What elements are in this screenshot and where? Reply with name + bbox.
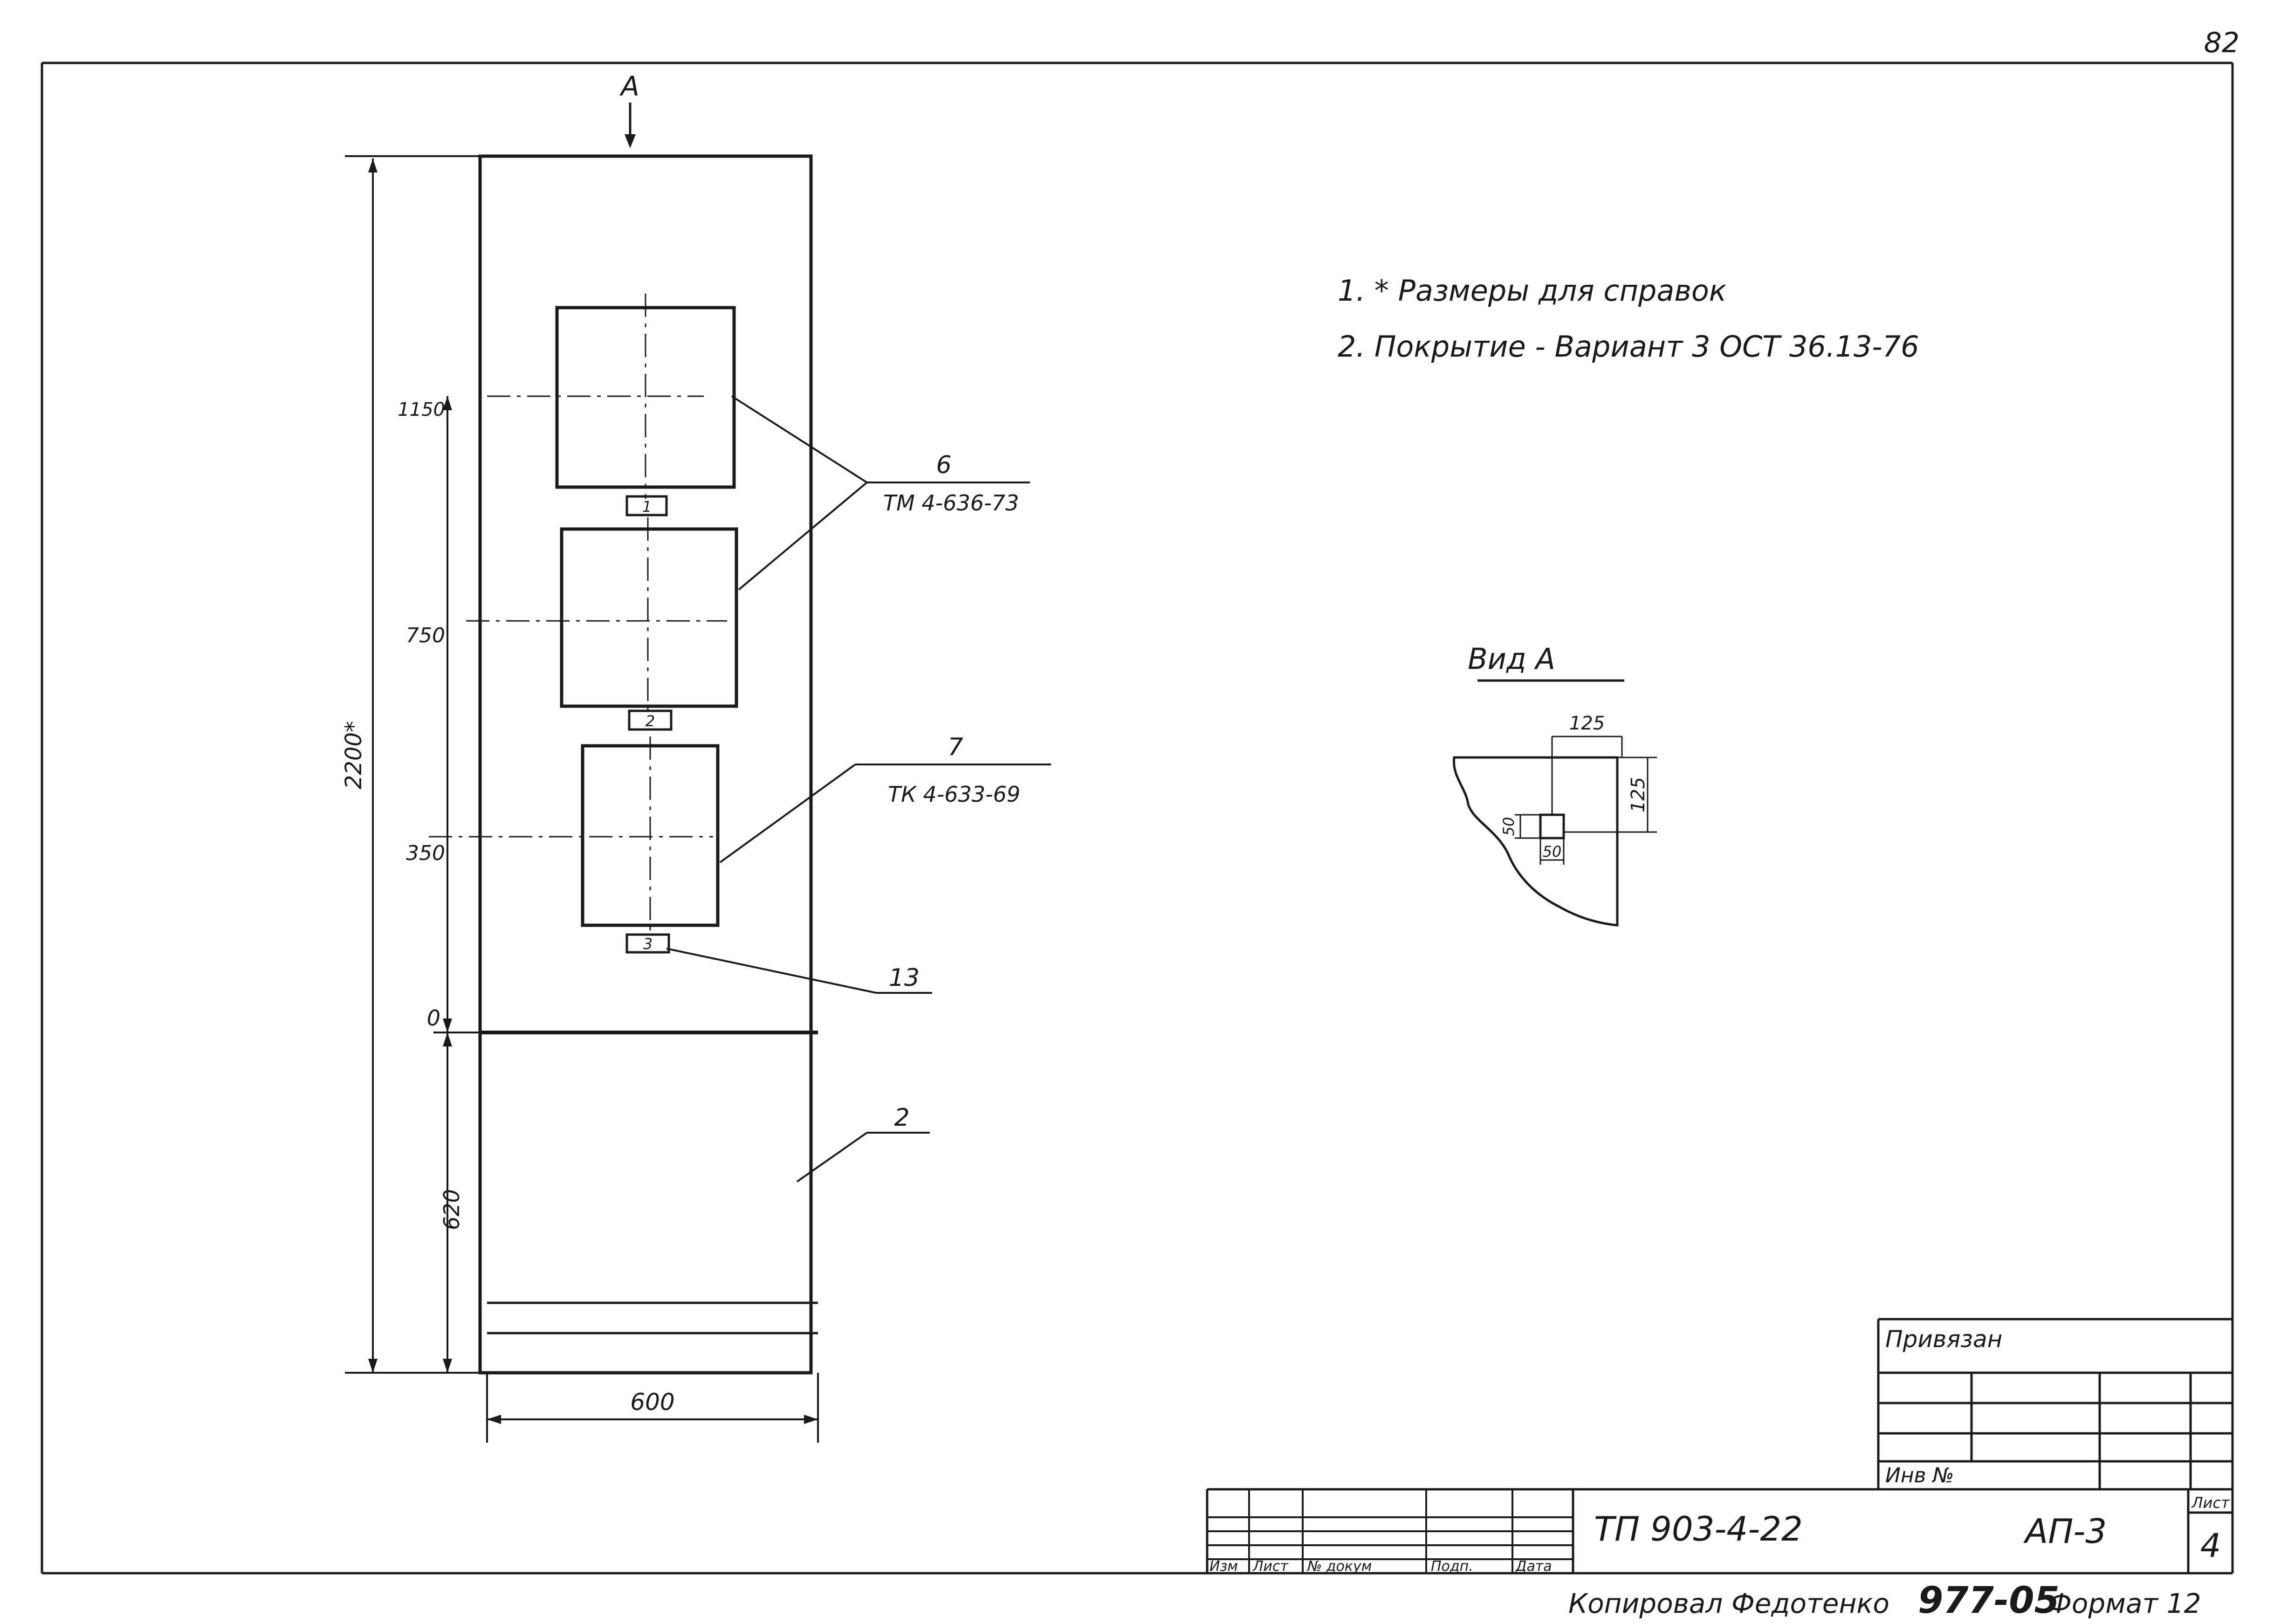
inventory-number-label: Инв № (1885, 1464, 1954, 1487)
item-6-designation: ТМ 4-636-73 (883, 490, 1019, 516)
cabinet-outline (478, 154, 813, 1375)
leader-item-13 (666, 948, 932, 994)
instrument-box-2 (560, 527, 738, 708)
height-2200-total: 2200* (341, 721, 367, 789)
nameplate-2-label: 2 (646, 712, 655, 730)
leader-item-7 (719, 764, 1051, 863)
copied-by: Копировал Федотенко (1568, 1588, 1889, 1619)
document-code: ТП 903-4-22 (1594, 1509, 1803, 1548)
cabinet-front-view: А 1 2 3 6 ТМ 4 (341, 70, 1051, 1443)
order-number: 977-05 (1918, 1580, 2060, 1622)
height-1150: 1150 (398, 399, 445, 420)
sheet-code: АП-3 (2023, 1512, 2107, 1551)
item-13-position: 13 (889, 964, 920, 992)
title-block: Привязан Инв № Изм Лист № докум Подп. Да… (1206, 1318, 2234, 1575)
width-600: 600 (630, 1389, 674, 1416)
nameplate-1-label: 1 (642, 498, 652, 516)
view-a-dim-50-vertical: 50 (1500, 817, 1518, 836)
col-izm: Изм (1209, 1558, 1238, 1575)
notes-block: 1. * Размеры для справок 2. Покрытие - В… (1338, 274, 1919, 364)
height-dimension-arrows (368, 158, 452, 1373)
view-arrow-head (625, 134, 636, 148)
width-dimension (486, 1373, 819, 1443)
item-7-position: 7 (948, 733, 963, 761)
note-1: 1. * Размеры для справок (1338, 274, 1727, 308)
height-350: 350 (406, 841, 445, 865)
note-2: 2. Покрытие - Вариант 3 ОСТ 36.13-76 (1338, 330, 1919, 364)
col-doc-number: № докум (1306, 1558, 1372, 1575)
nameplate-1 (625, 495, 668, 516)
sheet-label: Лист (2191, 1494, 2230, 1512)
item-7-designation: ТК 4-633-69 (888, 782, 1020, 807)
copy-stamp: Копировал Федотенко 977-05 Формат 12 (1568, 1580, 2201, 1622)
view-a-square (1539, 813, 1565, 840)
width-arrow-right (804, 1415, 818, 1424)
col-signature: Подп. (1431, 1558, 1473, 1575)
view-arrow-label: А (619, 70, 639, 102)
view-a-detail: Вид А 125 125 50 50 (1452, 642, 1657, 927)
sheet-frame (41, 62, 2234, 1575)
format-label: Формат 12 (2048, 1588, 2201, 1619)
leader-item-6 (731, 395, 1030, 591)
view-a-dim-50-horizontal: 50 (1543, 843, 1562, 860)
item-6-position: 6 (936, 451, 951, 479)
privyazan-label: Привязан (1885, 1326, 2002, 1353)
view-a-fragment-outline (1452, 756, 1619, 927)
view-a-title: Вид А (1468, 642, 1555, 676)
col-list: Лист (1252, 1558, 1289, 1575)
view-a-dimension-lines (1515, 736, 1657, 865)
height-750: 750 (406, 624, 445, 647)
col-date: Дата (1515, 1558, 1552, 1575)
view-a-dim-125-vertical: 125 (1628, 777, 1649, 812)
nameplate-3-label: 3 (643, 935, 653, 953)
height-dimension-lines (345, 155, 480, 1374)
item-2-position: 2 (894, 1104, 909, 1132)
leader-item-2 (796, 1132, 930, 1183)
nameplate-2 (628, 709, 673, 731)
nameplate-3 (625, 933, 670, 954)
page-number: 82 (2204, 27, 2240, 59)
width-arrow-left (487, 1415, 501, 1424)
view-a-dim-125-horizontal: 125 (1569, 713, 1605, 734)
height-620: 620 (439, 1189, 464, 1230)
sheet-number: 4 (2200, 1527, 2221, 1565)
height-0: 0 (427, 1005, 440, 1031)
